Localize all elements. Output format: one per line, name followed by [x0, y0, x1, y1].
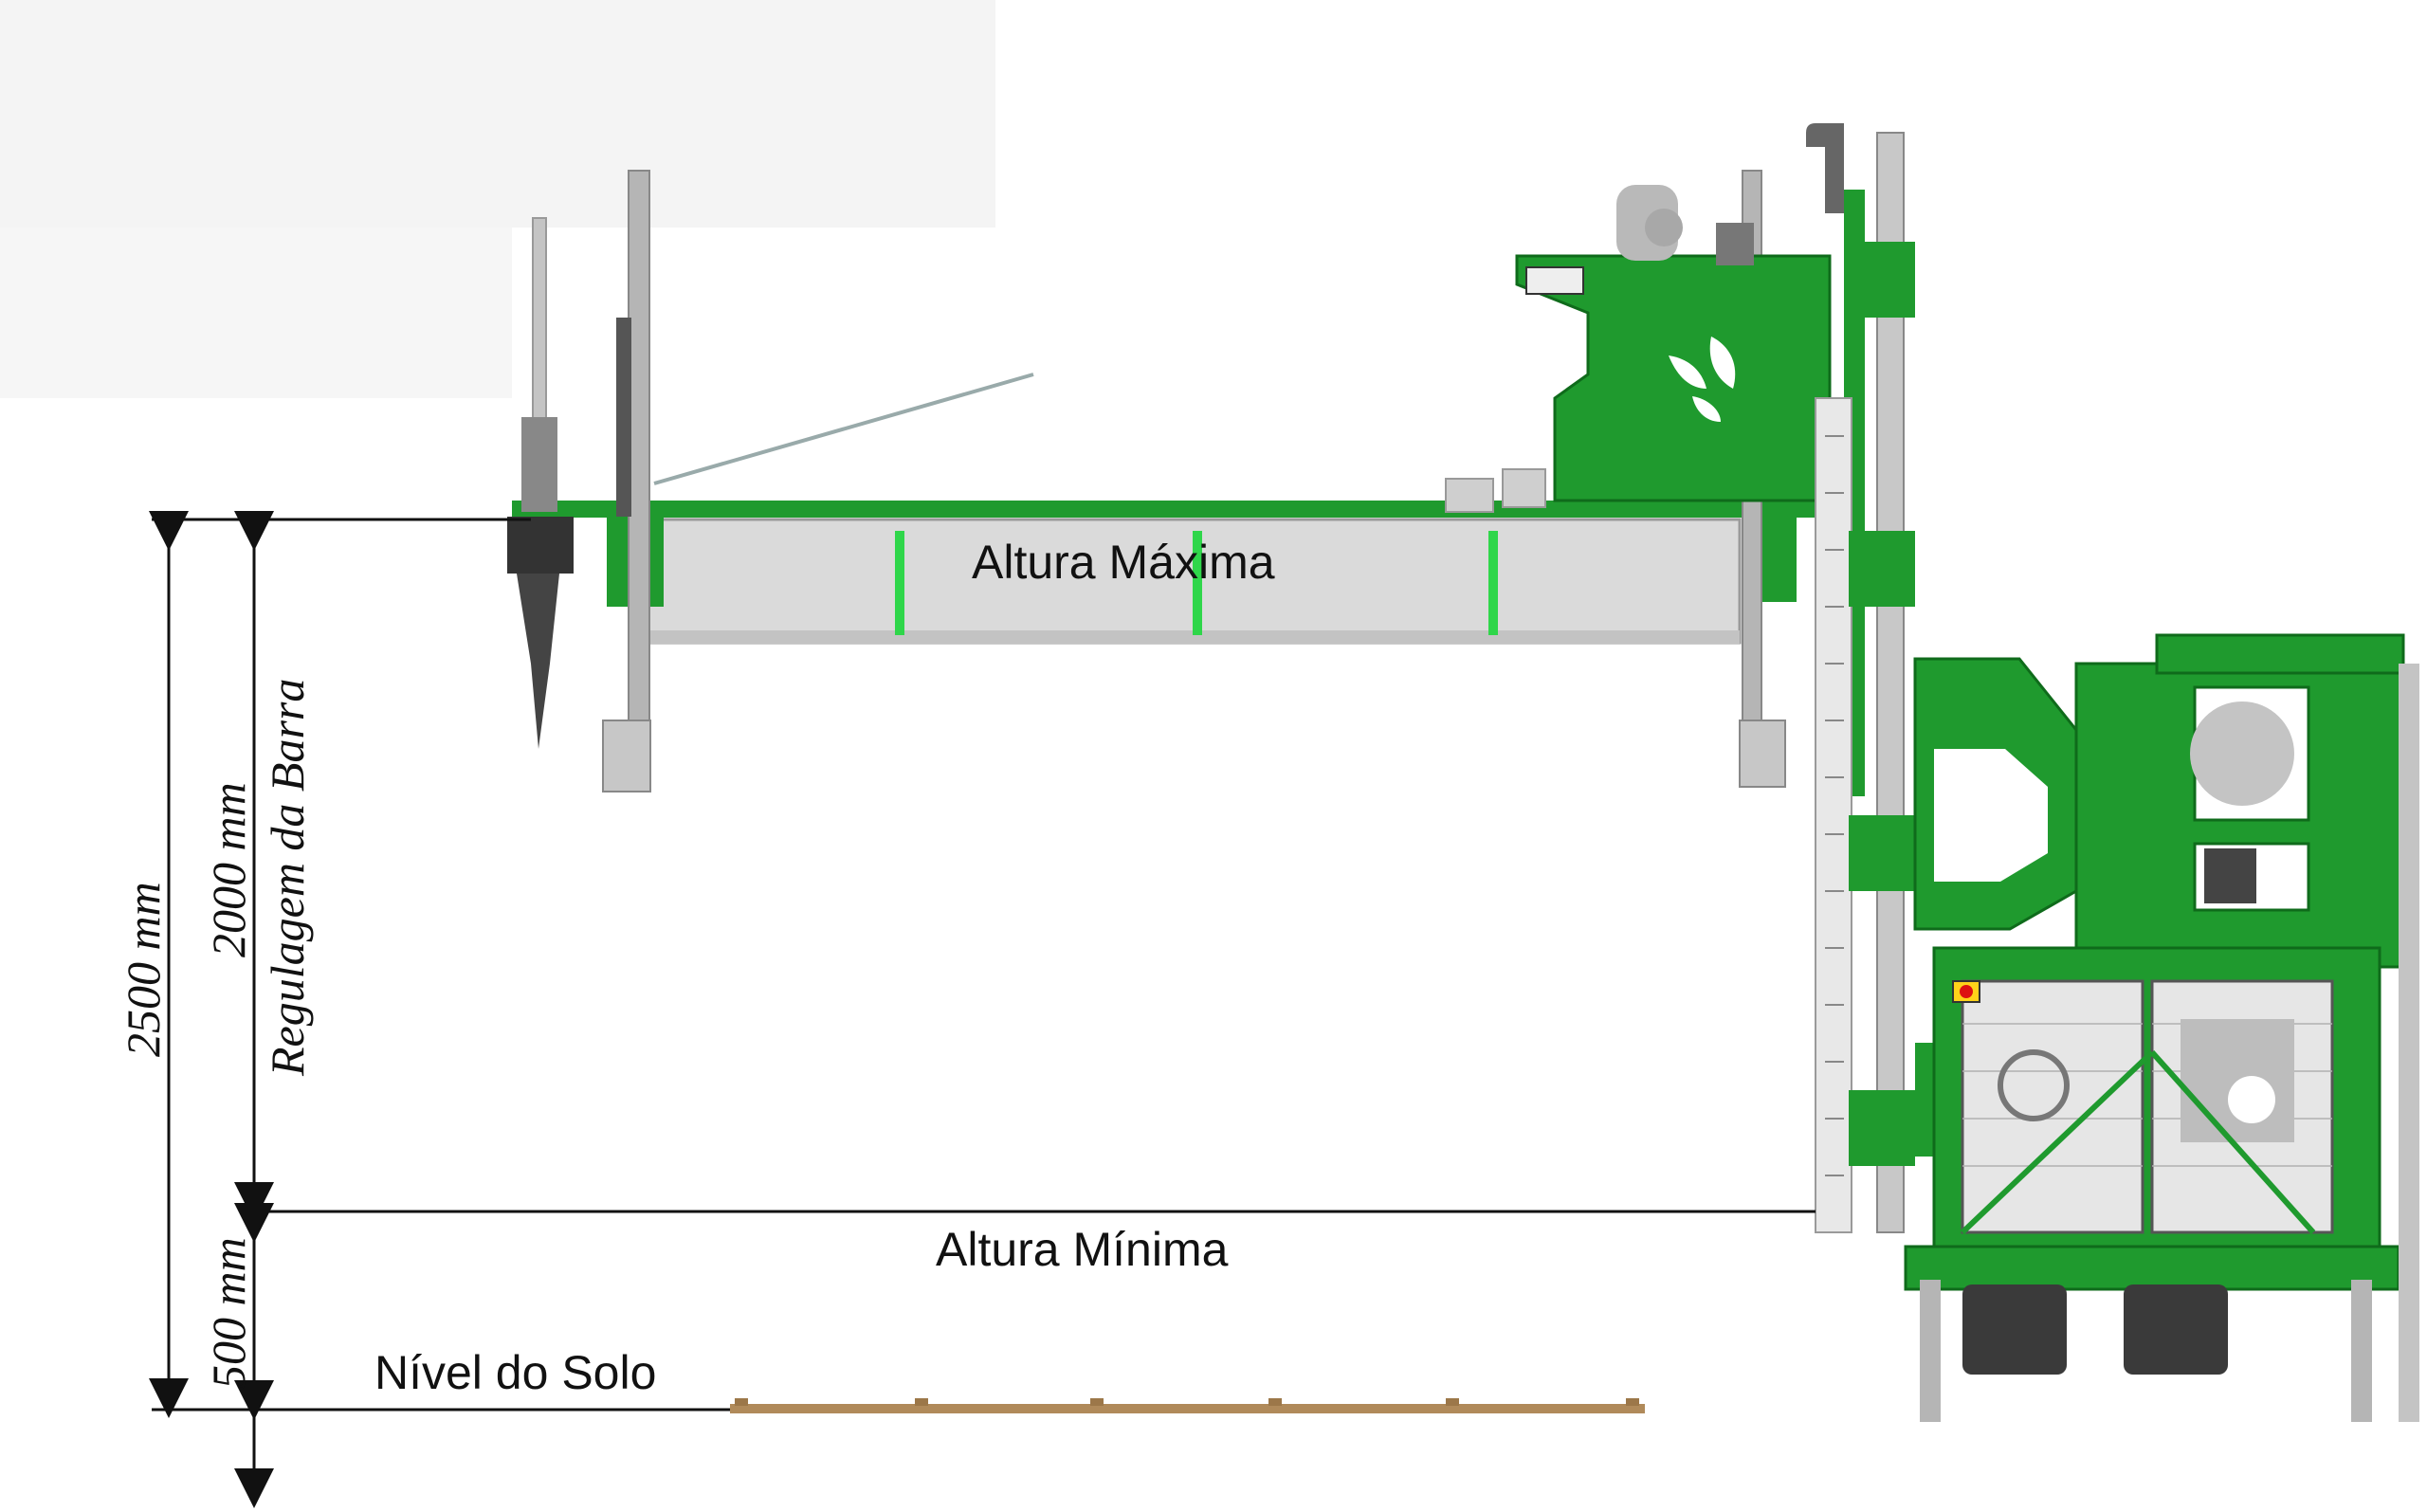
dim-min-label: 500 mm: [202, 1237, 255, 1389]
ground: [730, 1398, 1645, 1413]
background-shade-lower: [0, 228, 512, 398]
dimension-lines: [149, 511, 1816, 1508]
spray-boom: [507, 170, 1830, 792]
leaf-logo-icon: [1669, 337, 1736, 422]
boom-adjust-label: Regulagem da Barra: [261, 679, 314, 1077]
ground-level-label: Nível do Solo: [374, 1346, 656, 1399]
mounted-unit: [1904, 633, 2419, 1422]
min-height-label: Altura Mínima: [936, 1223, 1229, 1276]
max-height-label: Altura Máxima: [972, 536, 1275, 589]
dim-adjust-label: 2000 mm: [202, 782, 255, 957]
lift-frame: [1515, 123, 1915, 1233]
background-shade: [0, 0, 995, 228]
dim-total-label: 2500 mm: [117, 882, 170, 1057]
